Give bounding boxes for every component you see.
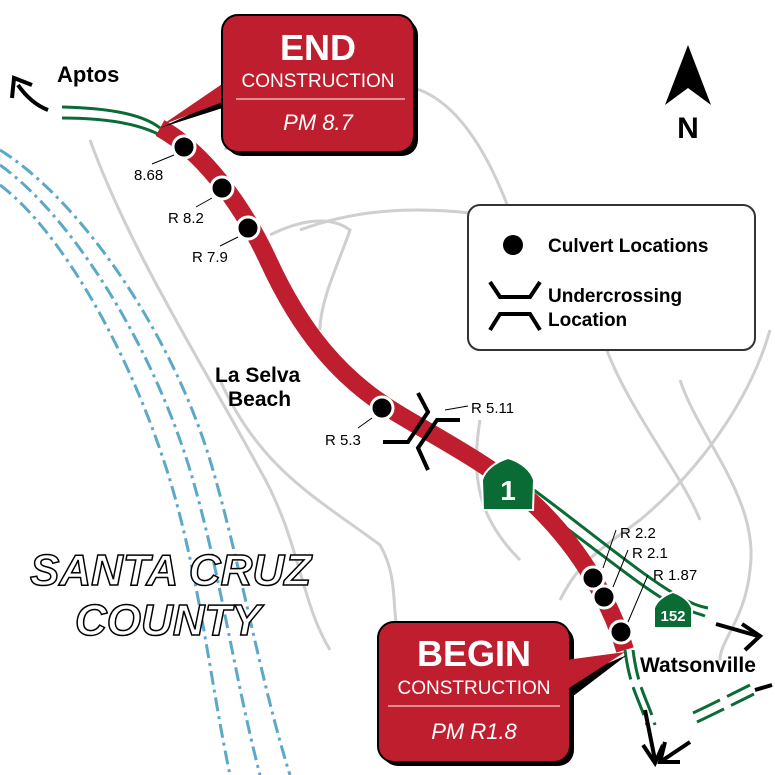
culvert-legend-icon bbox=[503, 235, 523, 255]
undercrossing-label: R 5.11 bbox=[471, 400, 514, 417]
culvert-marker bbox=[369, 395, 395, 421]
svg-text:PM R1.8: PM R1.8 bbox=[431, 719, 517, 744]
direction-arrows bbox=[10, 75, 773, 768]
place-la-selva-beach: Beach bbox=[228, 388, 291, 411]
arrow-to-watsonville-icon bbox=[715, 622, 759, 638]
culvert-marker bbox=[209, 175, 235, 201]
svg-text:CONSTRUCTION: CONSTRUCTION bbox=[241, 71, 394, 92]
svg-text:Location: Location bbox=[548, 310, 627, 331]
svg-text:END: END bbox=[280, 27, 356, 68]
arrow-south-icon bbox=[643, 709, 657, 761]
route-1-shield-icon: 1 bbox=[480, 456, 536, 511]
place-aptos: Aptos bbox=[57, 62, 119, 87]
svg-text:Culvert Locations: Culvert Locations bbox=[548, 236, 708, 257]
begin-construction-callout: BEGIN CONSTRUCTION PM R1.8 bbox=[377, 621, 627, 766]
culvert-marker bbox=[591, 584, 617, 610]
culvert-label: R 2.1 bbox=[632, 545, 668, 562]
culvert-marker bbox=[608, 619, 634, 645]
svg-text:PM 8.7: PM 8.7 bbox=[283, 110, 353, 135]
arrow-to-aptos-icon bbox=[16, 83, 49, 112]
culvert-label: R 5.3 bbox=[325, 432, 361, 449]
culvert-marker bbox=[235, 215, 261, 241]
culvert-label: R 2.2 bbox=[620, 525, 656, 542]
route-152-shield-icon: 152 bbox=[653, 590, 693, 629]
culvert-marker bbox=[171, 134, 197, 160]
svg-text:BEGIN: BEGIN bbox=[417, 633, 531, 674]
legend: Culvert Locations Undercrossing Location bbox=[467, 204, 756, 351]
culvert-markers bbox=[171, 134, 634, 645]
svg-text:N: N bbox=[677, 112, 699, 145]
arrow-southeast-icon bbox=[658, 740, 692, 764]
undercrossing-icon bbox=[383, 392, 460, 471]
culvert-marker bbox=[580, 565, 606, 591]
svg-text:1: 1 bbox=[500, 475, 516, 506]
svg-text:Undercrossing: Undercrossing bbox=[548, 286, 682, 307]
county-label: SANTA CRUZ COUNTY bbox=[29, 545, 314, 646]
culvert-label: 8.68 bbox=[134, 167, 163, 184]
north-arrow-icon: N bbox=[665, 45, 711, 145]
culvert-label: R 8.2 bbox=[168, 210, 204, 227]
svg-text:152: 152 bbox=[660, 608, 685, 625]
svg-text:SANTA CRUZ: SANTA CRUZ bbox=[30, 546, 313, 595]
svg-text:CONSTRUCTION: CONSTRUCTION bbox=[397, 678, 550, 699]
culvert-label: R 1.87 bbox=[653, 567, 697, 584]
coastline bbox=[0, 148, 292, 775]
construction-route bbox=[155, 120, 634, 653]
undercrossing-legend-icon bbox=[488, 280, 542, 332]
end-construction-callout: END CONSTRUCTION PM 8.7 bbox=[160, 14, 418, 156]
culvert-label: R 7.9 bbox=[192, 249, 228, 266]
place-watsonville: Watsonville bbox=[640, 654, 756, 677]
svg-text:COUNTY: COUNTY bbox=[75, 596, 264, 645]
place-la-selva-beach: La Selva bbox=[215, 364, 301, 387]
